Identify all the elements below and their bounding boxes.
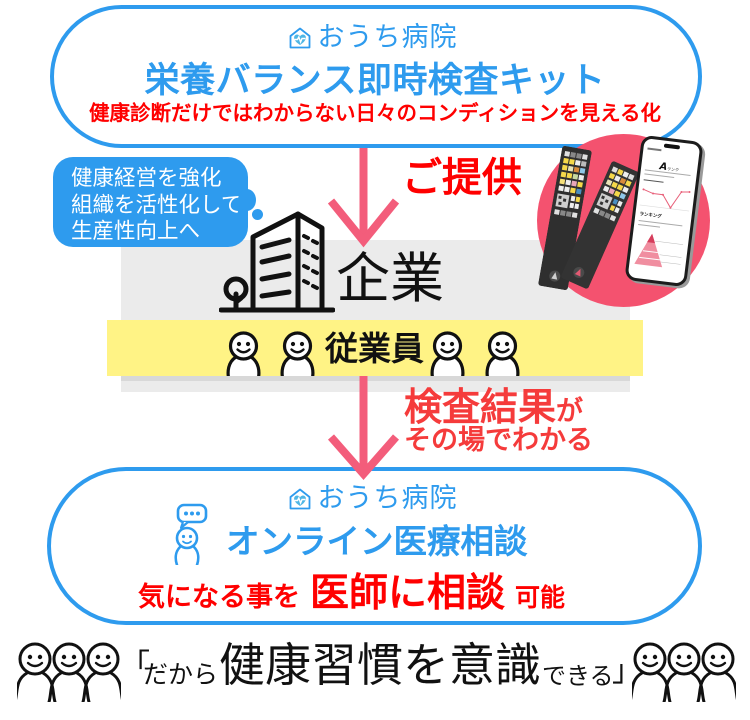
tagline-suffix: 可能: [515, 583, 566, 612]
employee-figure: [279, 330, 316, 376]
phone-header-bar: [647, 147, 662, 152]
brand-name: おうち病院: [317, 483, 458, 514]
online-consultation-card: [47, 467, 702, 625]
smartphone-results-screen: Aランク ランキング: [624, 134, 704, 288]
arrow-down-icon: [327, 198, 400, 248]
goal-speech-bubble: 健康経営を強化 組織を活性化して 生産性向上へ: [53, 157, 248, 247]
consultation-tagline: 気になる事を 医師に相談 可能: [138, 562, 566, 616]
smiling-people-group-icon: [17, 642, 121, 702]
tagline-emphasis: 医師に相談: [310, 571, 506, 616]
kit-subtitle: 健康診断だけではわからない日々のコンディションを見える化: [89, 101, 661, 125]
smiling-person-icon: [429, 330, 466, 376]
employee-figure: [484, 330, 521, 376]
bubble-line: 健康経営を強化: [71, 166, 222, 191]
footer-prefix: だから: [143, 660, 219, 689]
phone-line-chart: [639, 188, 691, 212]
house-heart-logo-icon: [288, 487, 312, 511]
result-subline: その場でわかる: [404, 425, 593, 456]
smiling-people-group-icon: [632, 642, 736, 702]
result-main-text: 検査結果: [404, 385, 557, 429]
band-shadow: [121, 376, 630, 381]
footer-suffix: できる: [542, 662, 614, 690]
tagline-prefix: 気になる事を: [138, 582, 300, 613]
employees-band: 従業員: [107, 320, 643, 376]
phone-pyramid-chart: [634, 233, 684, 268]
smiling-person-icon: [225, 330, 262, 376]
offer-label: ご提供: [402, 155, 522, 201]
smiling-person-icon: [279, 330, 316, 376]
nutrition-kit-card: [50, 5, 702, 148]
bottom-brand-logo: おうち病院: [0, 485, 750, 513]
consultation-title: オンライン医療相談: [226, 522, 528, 561]
office-building-icon: [219, 211, 335, 313]
bubble-thought-dot: [252, 209, 263, 220]
arrow-down-icon: [327, 434, 400, 481]
footer-open-quote: 「: [120, 648, 150, 683]
kit-title: 栄養バランス即時検査キット: [144, 61, 606, 101]
phone-text-line: [643, 179, 664, 184]
employees-label: 従業員: [325, 329, 424, 368]
bubble-line: 組織を活性化して: [71, 192, 243, 218]
smiling-person-icon: [484, 330, 521, 376]
test-strip-graphic: [538, 145, 592, 291]
footer-emphasis: 健康習慣を意識: [219, 638, 541, 692]
result-particle: が: [556, 396, 584, 427]
result-headline: 検査結果が: [404, 386, 583, 436]
top-brand-logo: おうち病院: [0, 24, 750, 52]
chat-person-icon: [174, 503, 208, 565]
brand-name: おうち病院: [317, 22, 458, 53]
bubble-bump: [238, 189, 256, 211]
bubble-line: 生産性向上へ: [71, 219, 201, 244]
test-strip-graphic: [561, 161, 639, 289]
employee-figure: [225, 330, 262, 376]
company-label: 企業: [336, 247, 444, 310]
phone-notch: [663, 143, 681, 150]
employee-figure: [429, 330, 466, 376]
flow-arrows: [327, 148, 400, 481]
phone-ranking-label: ランキング: [639, 212, 662, 220]
phone-text-line: [638, 223, 661, 229]
house-heart-logo-icon: [288, 26, 312, 50]
